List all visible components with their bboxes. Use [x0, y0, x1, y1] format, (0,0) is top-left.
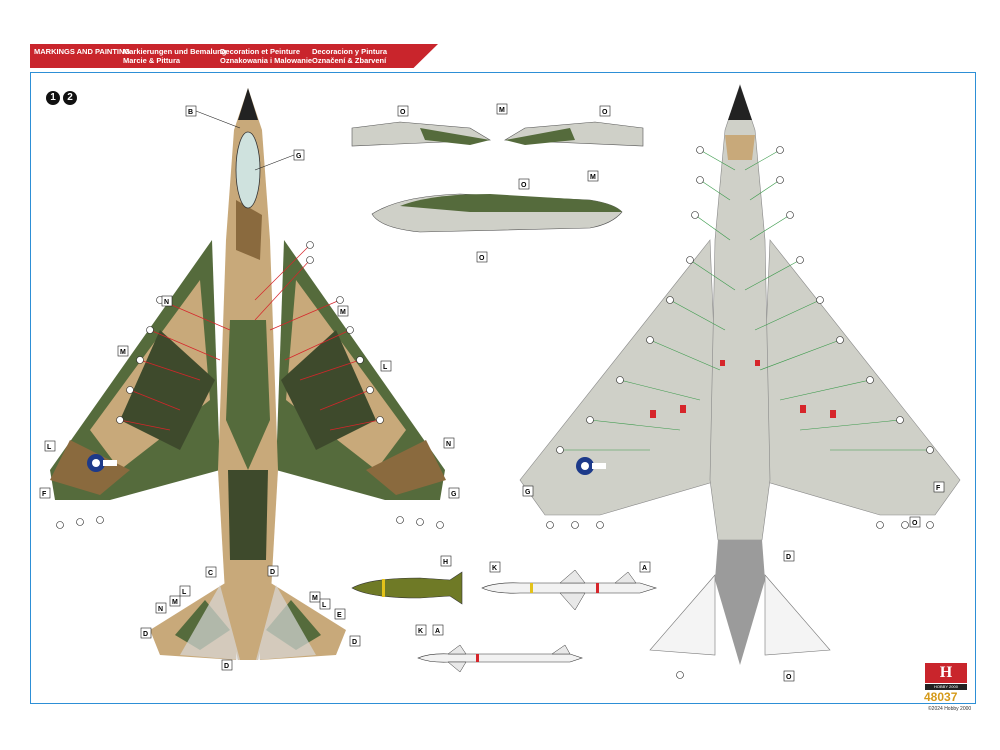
callout-o-tank-bottom: O — [479, 255, 485, 262]
fuel-tank-detail: O M O — [371, 170, 623, 263]
callout-c: C — [208, 570, 213, 577]
callout-k-1: K — [492, 565, 497, 572]
hobby-2000-logo: H — [925, 663, 967, 683]
callout-k-2: K — [418, 628, 423, 635]
callout-o-bottom-tail: O — [786, 674, 792, 681]
callout-m-wing: M — [499, 107, 505, 114]
wing-tip-details: O M O — [351, 103, 644, 147]
missile-detail-2: K A — [415, 624, 583, 673]
copyright: ©2024 Hobby 2000 — [928, 706, 972, 712]
page-frame — [30, 72, 976, 704]
callout-f-bottom: F — [936, 485, 941, 492]
bottom-view-aircraft — [519, 84, 961, 679]
callout-m-right: M — [340, 309, 346, 316]
callout-d-tail-right: D — [352, 639, 357, 646]
banner-col-1: MARKINGS AND PAINTING — [34, 47, 131, 56]
callout-n-right: N — [446, 441, 451, 448]
callout-b: B — [188, 109, 193, 116]
callout-f-left: F — [42, 491, 47, 498]
callout-o-wing-left: O — [400, 109, 406, 116]
callout-m-left: M — [120, 349, 126, 356]
callout-o-tank-top: O — [521, 182, 527, 189]
callout-l-tail-right: L — [322, 602, 327, 609]
callout-m-tank: M — [590, 174, 596, 181]
callout-d-bottom: D — [786, 554, 791, 561]
callout-g-top: G — [296, 153, 302, 160]
top-view-letter-callouts: B G N M L F M L N G C L M N D D M L — [39, 105, 460, 671]
callout-l-right: L — [383, 364, 388, 371]
bottom-view-letter-callouts: G F O D O — [522, 481, 945, 682]
callout-l-tail: L — [182, 589, 187, 596]
missile-detail-1: K A — [481, 561, 658, 611]
callout-o-bottom-wing: O — [912, 520, 918, 527]
callout-n-tail: N — [158, 606, 163, 613]
callout-a-2: A — [435, 628, 440, 635]
callout-l-left: L — [47, 444, 52, 451]
callout-d-tail-bottom: D — [224, 663, 229, 670]
hobby-2000-logo-sub: HOBBY 2000 — [925, 684, 967, 690]
scheme-badge-2: 2 — [63, 91, 77, 105]
callout-m-tail: M — [172, 599, 178, 606]
top-view-aircraft — [50, 88, 446, 660]
callout-m-tail-right: M — [312, 595, 318, 602]
callout-a-1: A — [642, 565, 647, 572]
callout-g-bottom: G — [525, 489, 531, 496]
callout-e: E — [337, 612, 342, 619]
callout-h: H — [443, 559, 448, 566]
callout-o-wing-right: O — [602, 109, 608, 116]
callout-d-tail-left: D — [143, 631, 148, 638]
scheme-badge-1: 1 — [46, 91, 60, 105]
bomb-detail: H — [351, 555, 463, 605]
callout-g-right: G — [451, 491, 457, 498]
callout-d-tail-top: D — [270, 569, 275, 576]
kit-number: 48037 — [924, 690, 958, 704]
markings-banner: MARKINGS AND PAINTING Markierungen und B… — [30, 44, 438, 68]
callout-n-left: N — [164, 299, 169, 306]
